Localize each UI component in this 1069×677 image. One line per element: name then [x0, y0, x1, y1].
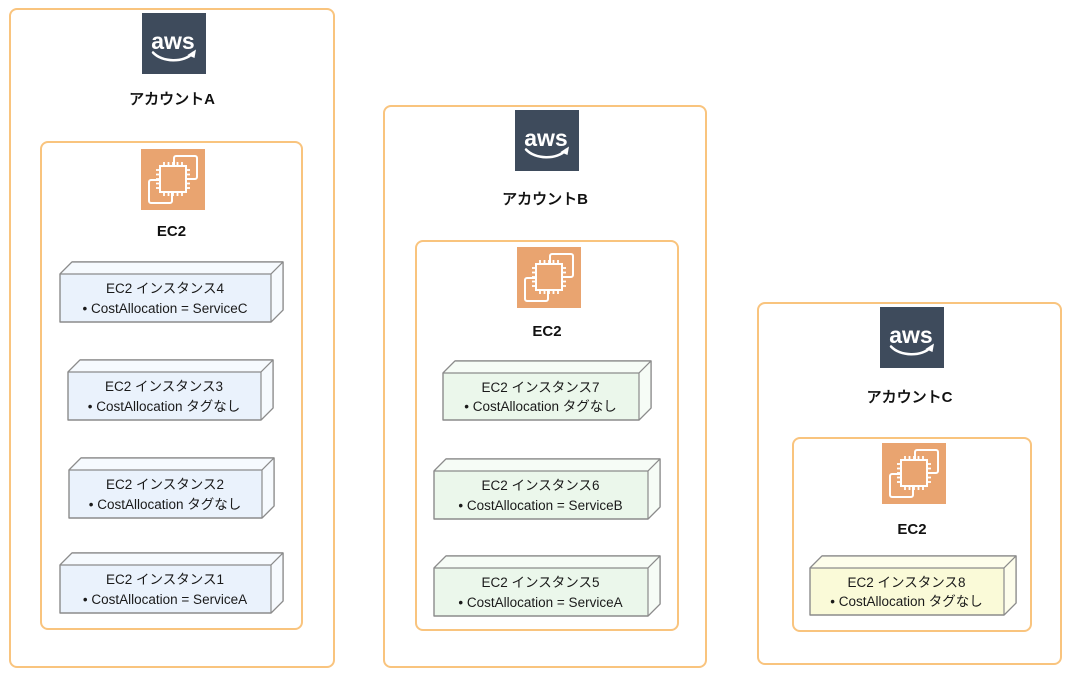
aws-logo-text: aws	[889, 322, 932, 348]
ec2-instance-cube: EC2 インスタンス8 • CostAllocation タグなし	[809, 555, 1017, 616]
instance-tag: • CostAllocation タグなし	[87, 398, 241, 414]
ec2-instance-cube: EC2 インスタンス4 • CostAllocation = ServiceC	[59, 261, 284, 323]
aws-smile-arrow	[187, 49, 196, 58]
account-name: アカウントB	[502, 191, 588, 208]
instance-tag: • CostAllocation = ServiceC	[82, 300, 248, 316]
aws-smile-arrow	[560, 146, 569, 155]
instance-tag: • CostAllocation タグなし	[830, 594, 983, 609]
instance-name: EC2 インスタンス3	[105, 379, 223, 395]
ec2-service-group: EC2 EC2 インスタンス7 • CostAllocation タグなし EC…	[415, 240, 679, 631]
account-b-group: aws アカウントB EC2 EC2 インスタンス7 • Cost	[383, 105, 707, 668]
aws-smile-arrow	[925, 343, 934, 352]
ec2-icon	[141, 149, 205, 210]
ec2-instance-cube: EC2 インスタンス5 • CostAllocation = ServiceA	[433, 555, 661, 617]
ec2-instance-cube: EC2 インスタンス1 • CostAllocation = ServiceA	[59, 552, 284, 614]
ec2-service-group: EC2 EC2 インスタンス8 • CostAllocation タグなし	[792, 437, 1032, 632]
cube-graphic	[67, 359, 274, 421]
ec2-service-group: EC2 EC2 インスタンス4 • CostAllocation = Servi…	[40, 141, 303, 630]
instance-tag: • CostAllocation タグなし	[464, 399, 617, 414]
ec2-icon	[517, 247, 581, 308]
aws-logo-graphic: aws	[142, 13, 206, 74]
ec2-instance-cube: EC2 インスタンス2 • CostAllocation タグなし	[68, 457, 275, 519]
instance-name: EC2 インスタンス5	[481, 575, 600, 591]
ec2-service-label: EC2	[897, 521, 927, 538]
cube-graphic	[809, 555, 1017, 616]
instance-tag: • CostAllocation タグなし	[88, 496, 242, 512]
aws-logo-graphic: aws	[515, 110, 579, 171]
account-name: アカウントA	[129, 91, 215, 108]
account-c-group: aws アカウントC EC2 EC2 インスタンス8 • Cost	[757, 302, 1062, 665]
aws-logo-text: aws	[151, 28, 194, 54]
aws-logo-text: aws	[524, 125, 567, 151]
account-a-group: aws アカウントA EC2 EC2 インスタンス4 • Cost	[9, 8, 335, 668]
ec2-chip-graphic	[882, 443, 946, 504]
aws-icon: aws	[142, 13, 206, 74]
account-name: アカウントC	[866, 389, 953, 406]
ec2-icon	[882, 443, 946, 504]
instance-tag: • CostAllocation = ServiceA	[82, 591, 248, 607]
ec2-chip-graphic	[517, 247, 581, 308]
ec2-chip-graphic	[141, 149, 205, 210]
instance-name: EC2 インスタンス4	[106, 281, 224, 297]
cube-graphic	[433, 555, 661, 617]
instance-name: EC2 インスタンス6	[481, 478, 600, 494]
instance-name: EC2 インスタンス8	[847, 574, 966, 590]
instance-name: EC2 インスタンス1	[106, 572, 224, 588]
cube-graphic	[59, 552, 284, 614]
ec2-instance-cube: EC2 インスタンス3 • CostAllocation タグなし	[67, 359, 274, 421]
ec2-instance-cube: EC2 インスタンス6 • CostAllocation = ServiceB	[433, 458, 661, 520]
cube-graphic	[68, 457, 275, 519]
ec2-service-label: EC2	[532, 323, 562, 340]
instance-name: EC2 インスタンス7	[481, 379, 600, 395]
aws-icon: aws	[515, 110, 579, 171]
instance-tag: • CostAllocation = ServiceB	[458, 497, 623, 513]
aws-logo-graphic: aws	[880, 307, 944, 368]
cube-graphic	[433, 458, 661, 520]
instance-tag: • CostAllocation = ServiceA	[458, 594, 623, 610]
aws-icon: aws	[880, 307, 944, 368]
ec2-service-label: EC2	[156, 223, 187, 240]
instance-name: EC2 インスタンス2	[106, 477, 224, 493]
cube-graphic	[442, 360, 652, 421]
cube-graphic	[59, 261, 284, 323]
ec2-instance-cube: EC2 インスタンス7 • CostAllocation タグなし	[442, 360, 652, 421]
